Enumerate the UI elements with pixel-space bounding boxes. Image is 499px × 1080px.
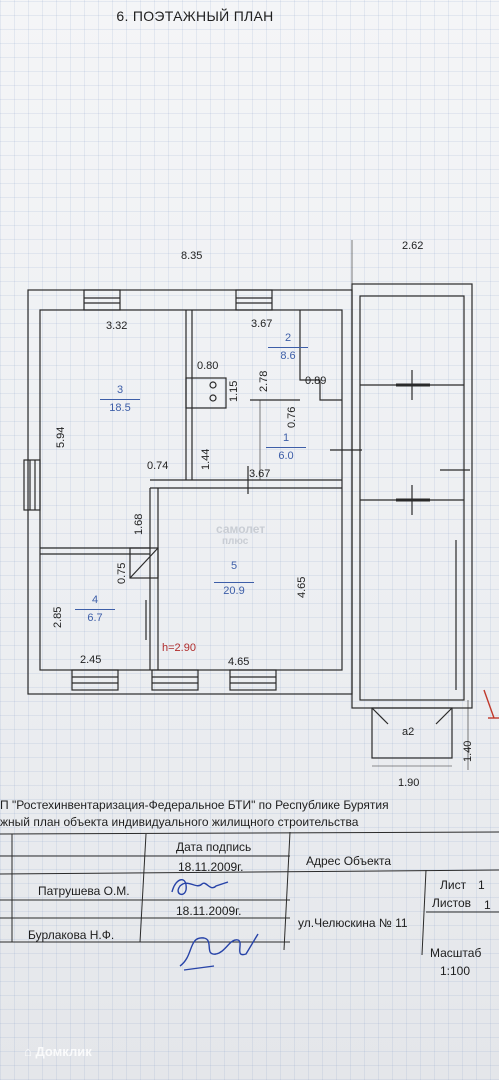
room-4-area: 6.7 [75,609,115,624]
page-title: 6. ПОЭТАЖНЫЙ ПЛАН [116,8,274,24]
dim-room5-left-height: 1.68 [133,513,145,535]
signature-burlakova [179,933,259,971]
stamp-date1: 18.11.2009г. [178,860,244,874]
stamp-sheets-value: 1 [484,898,491,912]
dim-room5-top: 3.67 [249,468,271,480]
room-1-number: 1 [282,432,290,444]
stamp-sheets-label: Листов [432,896,471,910]
stamp-address-header: Адрес Объекта [306,854,392,868]
dim-room3-height: 5.94 [55,426,67,448]
dim-niche-depth: 1.15 [228,380,240,402]
brand-text: Домклик [35,1044,92,1059]
signature-patrusheva [171,879,229,896]
room-4-number: 4 [91,594,99,606]
dim-room1-small: 0.76 [286,406,298,428]
brand-logo: ⌂ Домклик [24,1044,92,1059]
dim-porch-width: 1.90 [398,777,420,789]
niche [185,377,227,409]
watermark-line2: плюс [222,536,249,547]
dim-bath-height: 0.75 [116,562,128,584]
dim-room4-height: 2.85 [52,606,64,628]
stamp-address: ул.Челюскина № 11 [298,916,408,930]
room-2-number: 2 [284,332,292,344]
porch-label: a2 [402,726,415,738]
dim-porch-depth: 1.40 [462,740,474,762]
dim-veranda-width: 2.62 [402,240,424,252]
stamp-scale-value: 1:100 [440,964,471,978]
room-3-area: 18.5 [100,399,140,414]
room-2-area: 8.6 [268,347,308,362]
room-1-area: 6.0 [266,447,306,462]
room-5-number: 5 [230,560,238,572]
dim-room1-height: 1.44 [200,448,212,470]
floor-plan [23,240,499,770]
height-note: h=2.90 [162,642,196,654]
dim-room5-height: 4.65 [296,576,308,598]
stamp-date-sign-header: Дата подпись [176,840,252,854]
dim-room2-top: 3.67 [251,318,273,330]
stamp-person1: Патрушева О.М. [38,884,130,898]
dim-room3-top: 3.32 [106,320,128,332]
dim-room1-step: 0.89 [305,375,327,387]
dim-room5-bottom: 4.65 [228,656,250,668]
home-icon: ⌂ [24,1044,36,1059]
stamp-person2: Бурлакова Н.Ф. [28,928,115,942]
stamp-sheet-value: 1 [478,878,485,892]
room-3-number: 3 [116,384,124,396]
stamp-sheet-label: Лист [440,878,467,892]
room-5-area: 20.9 [214,582,254,597]
dim-room2-height: 2.78 [258,370,270,392]
dim-corridor-offset: 0.74 [147,460,169,472]
watermark-line1: самолет [216,522,266,536]
stamp-org-line: П "Ростехинвентаризация-Федеральное БТИ"… [0,798,389,812]
stamp-plan-line: жный план объекта индивидуального жилищн… [0,815,359,829]
stamp-scale-label: Масштаб [430,946,482,960]
dim-outer-width: 8.35 [181,250,203,262]
stamp-date2: 18.11.2009г. [176,904,242,918]
porch-a2 [371,707,453,759]
dim-niche: 0.80 [197,360,219,372]
dim-room4-bottom: 2.45 [80,654,102,666]
stamp-grid [0,831,499,956]
